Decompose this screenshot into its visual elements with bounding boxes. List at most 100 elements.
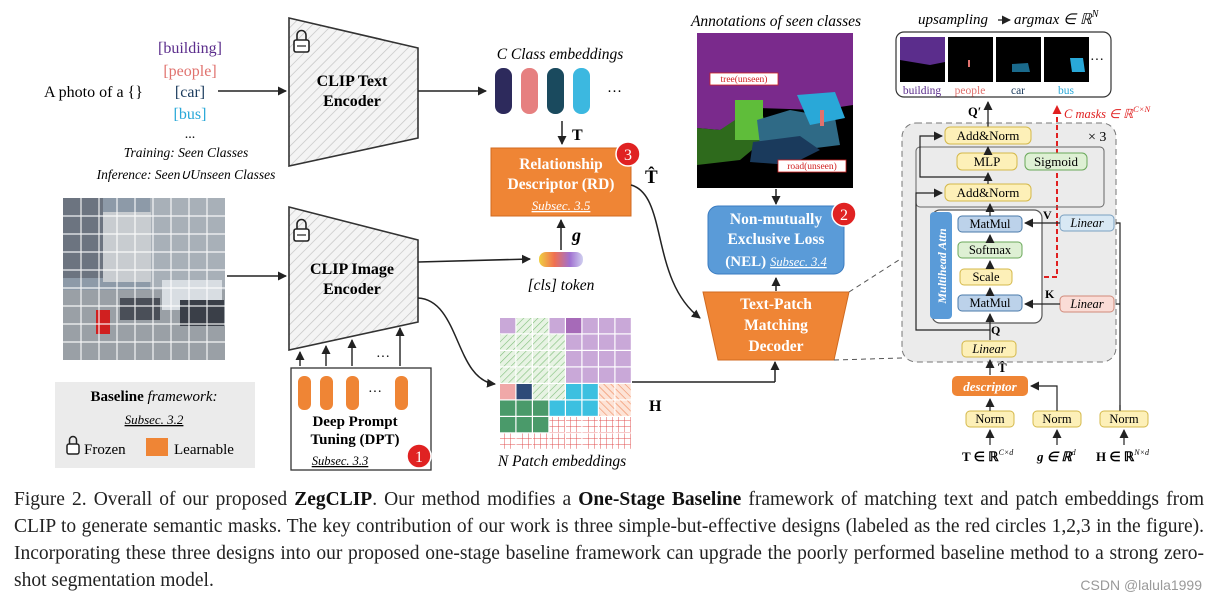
patch-cell — [516, 433, 532, 449]
patch-cell — [599, 433, 615, 449]
baseline-subsec: Subsec. 3.2 — [125, 412, 184, 427]
mask-label-bus: bus — [1058, 85, 1075, 97]
caption-prefix: Figure 2. Overall of our proposed — [14, 489, 295, 510]
input-t-label: T ∈ ℝC×d — [962, 448, 1014, 464]
cls-token-bar — [539, 252, 583, 267]
lock-icon — [293, 29, 310, 53]
learnable-label: Learnable — [174, 442, 234, 458]
patch-cell — [599, 351, 615, 367]
caption-one-stage: One-Stage Baseline — [578, 489, 742, 510]
linear-v-label: Linear — [1069, 216, 1103, 230]
decoder-detail: Q′ C masks ∈ ℝC×N × 3 Add&Norm MLP Sigmo… — [901, 101, 1151, 464]
h-label: H — [649, 398, 662, 415]
patch-cell — [566, 400, 582, 416]
patch-cell — [566, 433, 582, 449]
annotation-tree-label: tree(unseen) — [721, 74, 768, 85]
patch-cell — [500, 351, 516, 367]
class-embedding-bar — [573, 68, 590, 114]
multihead-attn-label: Multihead Attn — [935, 228, 949, 305]
class-label-bus: [bus] — [174, 106, 207, 123]
patch-cell — [615, 433, 631, 449]
patch-cell — [566, 384, 582, 400]
scale-label: Scale — [972, 270, 1000, 284]
patch-cell — [582, 400, 598, 416]
mlp-label: MLP — [974, 154, 1001, 169]
class-label-people: [people] — [163, 63, 216, 80]
patch-cell — [582, 384, 598, 400]
patch-cell — [533, 318, 549, 334]
v-label: V — [1043, 208, 1052, 222]
patch-cell — [549, 351, 565, 367]
t-hat-input-label: T̂ — [998, 360, 1007, 375]
nel-subtitle-line: (NEL)Subsec. 3.4 — [725, 254, 826, 270]
patch-cell — [516, 367, 532, 383]
input-g-label: g ∈ ℝd — [1036, 448, 1077, 464]
patch-cell — [516, 318, 532, 334]
annotation-road-label: road(unseen) — [787, 161, 837, 172]
patch-cell — [615, 384, 631, 400]
red-badge-1 — [406, 443, 432, 469]
red-badge-3-label: 3 — [624, 147, 632, 164]
descriptor-block — [952, 376, 1028, 396]
g-label: g — [571, 225, 581, 245]
lock-icon — [293, 218, 310, 242]
norm-g-label: Norm — [1042, 412, 1071, 426]
linear-q-block — [961, 340, 1017, 358]
input-h-label: H ∈ ℝN×d — [1096, 448, 1150, 464]
red-badge-2-label: 2 — [840, 207, 848, 224]
norm-t-label: Norm — [975, 412, 1004, 426]
patch-cell — [566, 334, 582, 350]
annotations-title: Annotations of seen classes — [690, 13, 861, 30]
linear-k-label: Linear — [1069, 297, 1103, 311]
norm-h-block — [1099, 410, 1149, 428]
linear-q-label: Linear — [971, 342, 1005, 356]
patch-cell — [615, 351, 631, 367]
c-masks-label: C masks ∈ ℝC×N — [1064, 104, 1151, 121]
patch-cell — [500, 400, 516, 416]
patch-cell — [566, 318, 582, 334]
patch-cell — [615, 417, 631, 433]
mask-label-building: building — [903, 85, 942, 97]
patch-cell — [599, 367, 615, 383]
patch-cell — [582, 334, 598, 350]
patch-cell — [599, 334, 615, 350]
k-label: K — [1045, 287, 1055, 301]
patch-cell — [533, 367, 549, 383]
add-norm-top — [944, 126, 1032, 145]
argmax-label: argmax ∈ ℝN — [1014, 9, 1100, 28]
mask-label-car: car — [1011, 85, 1025, 97]
t-label: T — [572, 127, 583, 144]
patch-cell — [516, 384, 532, 400]
patch-cell — [533, 400, 549, 416]
patch-cell — [533, 433, 549, 449]
inference-note: Inference: Seen∪Unseen Classes — [96, 167, 276, 182]
patch-cell — [599, 384, 615, 400]
t-hat-label: T̂ — [645, 167, 658, 188]
descriptor-label: descriptor — [963, 379, 1017, 394]
class-embeddings-title: C Class embeddings — [497, 46, 624, 63]
red-badge-3 — [615, 141, 641, 167]
caption-rest: framework of matching text and patch emb… — [14, 489, 1204, 591]
class-embeddings-ellipsis: ··· — [607, 84, 622, 100]
softmax-label: Softmax — [969, 243, 1012, 257]
dpt-subsec: Subsec. 3.3 — [312, 454, 369, 468]
patch-cell — [549, 433, 565, 449]
patch-embeddings — [500, 318, 631, 449]
patch-cell — [615, 334, 631, 350]
patch-cell — [582, 351, 598, 367]
patch-cell — [582, 433, 598, 449]
patch-cell — [533, 334, 549, 350]
class-embedding-bar — [547, 68, 564, 114]
patch-cell — [500, 384, 516, 400]
caption-mid: . Our method modifies a — [372, 489, 579, 510]
cls-token: [cls] token — [528, 252, 595, 294]
annotations-image: Annotations of seen classes tree(unseen)… — [690, 13, 861, 205]
frozen-label: Frozen — [84, 442, 126, 458]
class-embeddings: C Class embeddings ··· T — [495, 46, 624, 145]
matmul-top-label: MatMul — [970, 217, 1012, 231]
